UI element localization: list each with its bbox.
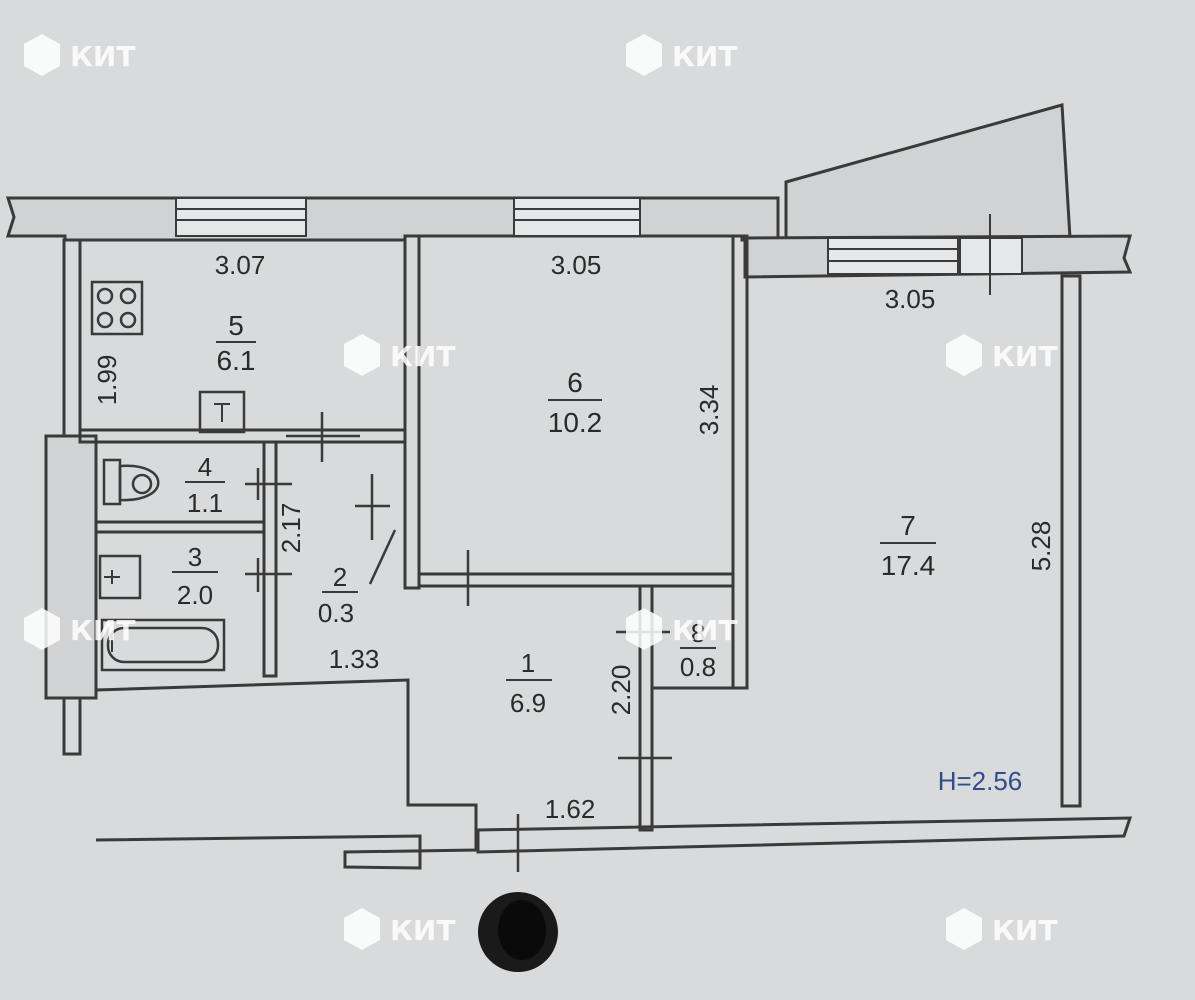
room-8-number: 8 (691, 618, 705, 648)
watermark-text: КИТ (390, 914, 455, 947)
room-2-number: 2 (333, 562, 347, 592)
logo-icon (946, 334, 982, 376)
bedroom-window (513, 197, 641, 237)
living-window (827, 237, 959, 275)
room-6-number: 6 (567, 367, 583, 398)
dim-closet-depth: 2.20 (606, 665, 636, 716)
logo-icon (626, 608, 662, 650)
watermark-text: КИТ (70, 614, 135, 647)
watermark-text: КИТ (390, 340, 455, 373)
toilet-icon (102, 458, 160, 506)
door-markers (245, 412, 672, 872)
bedroom-left-wall (403, 234, 421, 590)
dim-kitchen-width: 3.07 (215, 250, 266, 280)
dim-corridor-depth: 2.17 (276, 503, 306, 554)
toilet-bath-partition (94, 520, 266, 534)
bottom-wall (476, 816, 1133, 854)
washbasin-icon (98, 554, 142, 600)
room-5-number: 5 (228, 310, 244, 341)
dim-living-depth: 5.28 (1026, 521, 1056, 572)
bedroom-right-wall (731, 234, 749, 690)
room-5-area: 6.1 (217, 345, 256, 376)
logo-icon (946, 908, 982, 950)
top-exterior-wall (5, 196, 780, 242)
room-3-number: 3 (188, 542, 202, 572)
ventilation-shaft (44, 434, 98, 700)
bathroom-right-wall (262, 440, 278, 678)
room-1-number: 1 (521, 648, 535, 678)
room-8-area: 0.8 (680, 652, 716, 682)
watermark-text: КИТ (70, 40, 135, 73)
watermark-text: КИТ (992, 914, 1057, 947)
bathtub-icon (100, 618, 226, 672)
ink-blot-inner (498, 900, 546, 960)
logo-icon (344, 908, 380, 950)
room-1-area: 6.9 (510, 688, 546, 718)
room-6-area: 10.2 (548, 407, 603, 438)
stove-icon (90, 280, 144, 336)
bedroom-bottom-wall (417, 572, 735, 588)
sink-icon (198, 390, 246, 434)
dim-bedroom-depth: 3.34 (694, 385, 724, 436)
left-wall (62, 238, 82, 438)
kitchen-window (175, 197, 307, 237)
room-7-area: 17.4 (881, 550, 936, 581)
room-3-area: 2.0 (177, 580, 213, 610)
room-4-area: 1.1 (187, 488, 223, 518)
watermark-text: КИТ (672, 614, 737, 647)
logo-icon (344, 334, 380, 376)
ceiling-height-label: H=2.56 (938, 766, 1023, 796)
living-right-wall (1060, 274, 1082, 808)
dim-living-width: 3.05 (885, 284, 936, 314)
room-2-area: 0.3 (318, 598, 354, 628)
logo-icon (24, 608, 60, 650)
watermark-text: КИТ (992, 340, 1057, 373)
room-7-number: 7 (900, 510, 916, 541)
balcony-door (959, 214, 1023, 295)
room-4-number: 4 (198, 452, 212, 482)
left-lower-wall (62, 696, 82, 756)
dim-kitchen-depth: 1.99 (92, 355, 122, 406)
dim-bedroom-width: 3.05 (551, 250, 602, 280)
logo-icon (626, 34, 662, 76)
entrance-niche-wall (95, 678, 478, 870)
dim-hall-width: 1.33 (329, 644, 380, 674)
balcony (784, 103, 1072, 240)
watermark-text: КИТ (672, 40, 737, 73)
logo-icon (24, 34, 60, 76)
watermarks: КИТ КИТ КИТ КИТ КИТ КИТ КИТ КИТ (24, 34, 1057, 950)
dim-entrance-width: 1.62 (545, 794, 596, 824)
closet-left-wall (638, 584, 654, 832)
